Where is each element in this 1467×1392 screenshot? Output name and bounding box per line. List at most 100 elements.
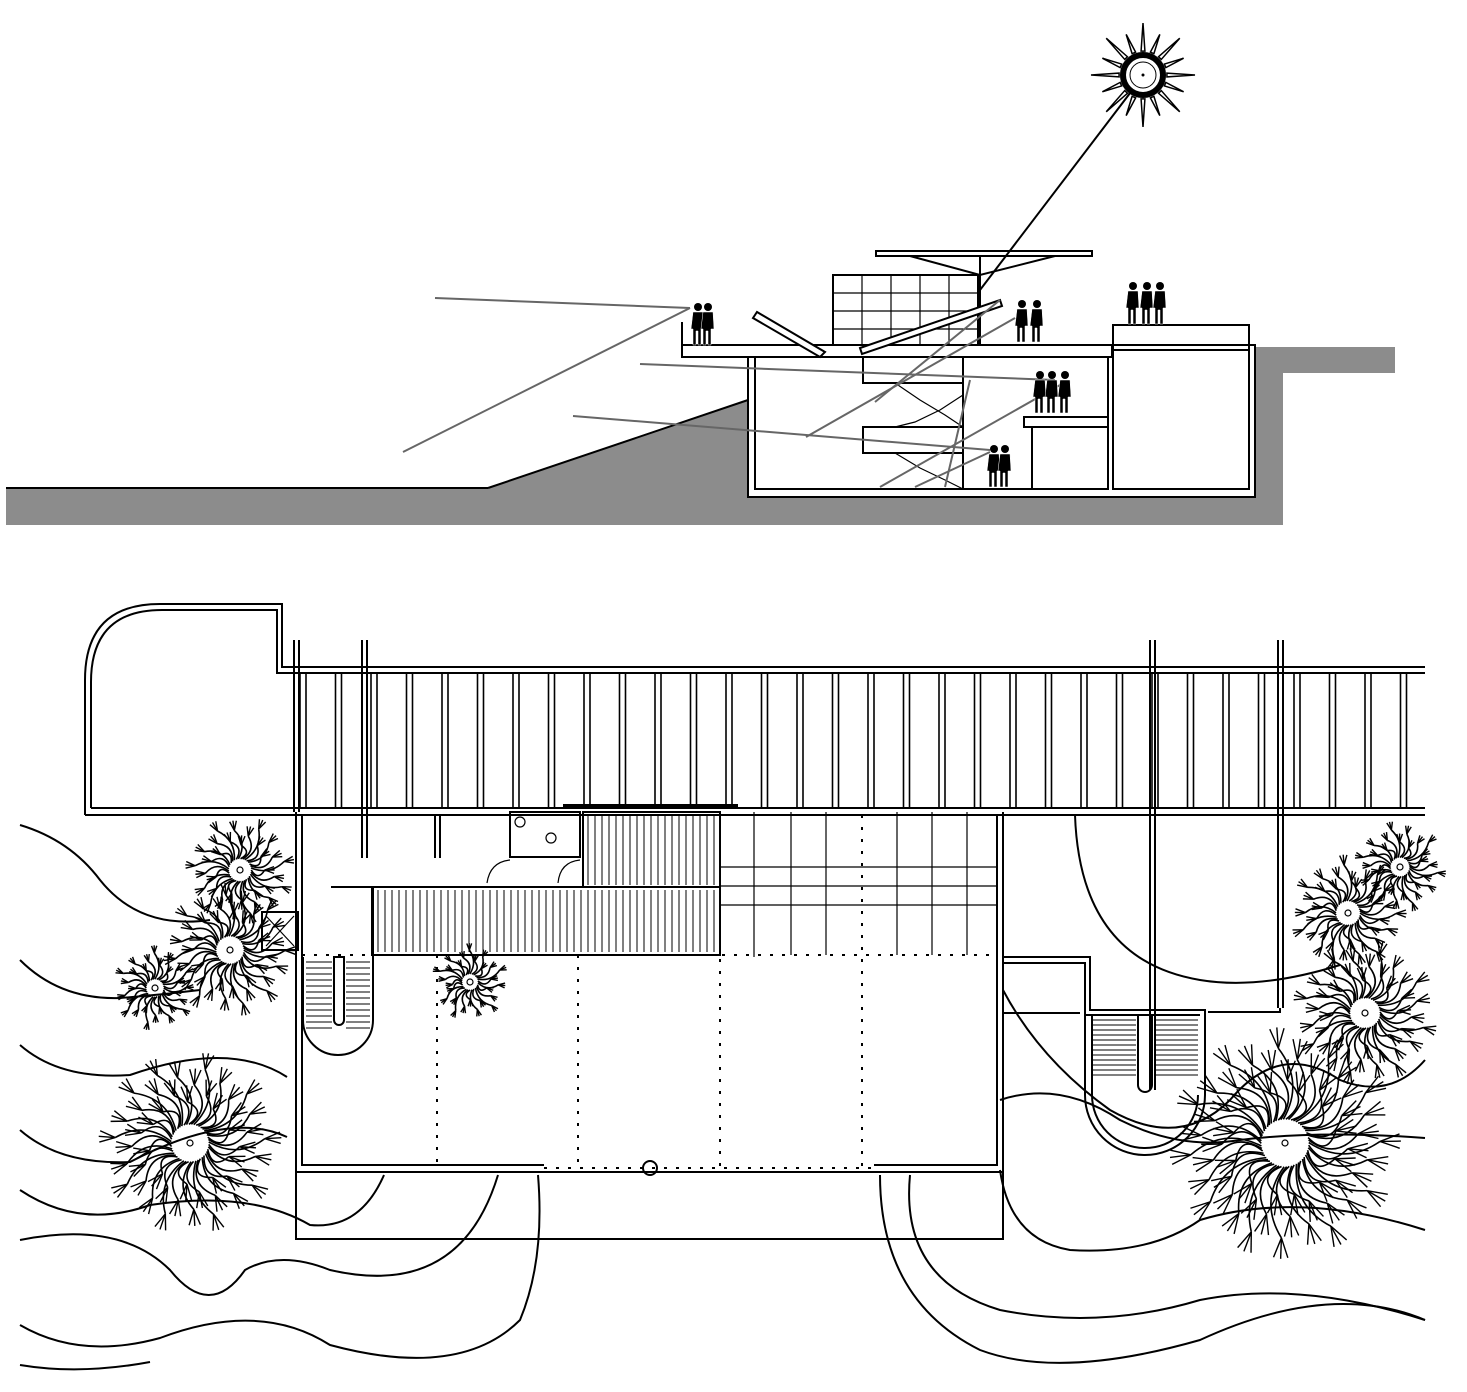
- tree-twig: [246, 989, 249, 1002]
- tree-branch: [1359, 914, 1380, 925]
- tree-twig: [1196, 1086, 1218, 1094]
- tree-twig: [1300, 878, 1309, 888]
- sun-spike: [1163, 81, 1185, 93]
- tree-twig: [264, 1137, 282, 1140]
- tree-twig: [1199, 1080, 1218, 1094]
- tree-twig: [168, 1015, 171, 1024]
- tree-branch: [1379, 1000, 1418, 1015]
- tree-twig: [1317, 1027, 1329, 1038]
- tree-branch: [176, 1077, 193, 1125]
- tree-twig: [176, 1061, 181, 1078]
- tree-twig: [1416, 1000, 1431, 1004]
- tree-twig: [241, 913, 252, 923]
- tree-twig: [1368, 953, 1371, 967]
- tree-twig: [1390, 821, 1394, 831]
- tree-twig: [181, 944, 194, 951]
- tree-twig: [1308, 977, 1321, 986]
- tree-branch: [140, 1125, 173, 1140]
- tree-twig: [1300, 1043, 1314, 1048]
- person-head: [1048, 371, 1056, 379]
- tree-branch: [153, 995, 160, 1008]
- tree-branch: [141, 1108, 176, 1133]
- tree-branch: [215, 875, 232, 889]
- tree-twig: [155, 1173, 164, 1190]
- tree-twig: [131, 1008, 139, 1015]
- tree-twig: [1329, 1057, 1338, 1070]
- tree-branch: [160, 1155, 178, 1175]
- tree-twig: [191, 963, 204, 967]
- tree-branch: [1396, 875, 1404, 893]
- tree-twig: [251, 1184, 269, 1190]
- tree-twig: [130, 1180, 147, 1188]
- tree-twig: [1409, 1040, 1422, 1049]
- tree-trunk: [466, 978, 474, 986]
- tree-twig: [1272, 1237, 1283, 1258]
- tree-twig: [111, 1183, 128, 1189]
- canopy-support: [909, 255, 1056, 277]
- person-body: [1057, 379, 1072, 414]
- tree-branch: [1349, 975, 1364, 1000]
- tree-twig: [1413, 881, 1419, 890]
- tree-twig: [1319, 1014, 1333, 1022]
- door-swing: [486, 859, 581, 884]
- tree-branch: [1230, 1107, 1266, 1132]
- tree-twig: [1297, 1074, 1311, 1093]
- tree-twig: [1394, 1048, 1407, 1056]
- tree-twig: [1392, 956, 1401, 969]
- tree-twig: [240, 835, 246, 846]
- tree-twig: [459, 959, 463, 967]
- sun-spike: [1105, 37, 1129, 61]
- tree-icon: [98, 1053, 282, 1231]
- tree-twig: [1338, 949, 1345, 960]
- tree-branch: [164, 1158, 182, 1188]
- tree-twig: [460, 1005, 466, 1013]
- tree-twig: [173, 1079, 176, 1096]
- tree-twig: [449, 997, 457, 1003]
- tree-twig: [1367, 1159, 1386, 1172]
- tree-icon: [163, 883, 298, 1016]
- tree-twig: [1216, 1094, 1232, 1112]
- tree-twig: [124, 1132, 142, 1137]
- tree-twig: [467, 999, 472, 1007]
- tree-twig: [1308, 1200, 1324, 1217]
- sun-spike: [1101, 57, 1123, 69]
- tree-twig: [251, 1184, 263, 1199]
- tree-branch: [1378, 870, 1393, 882]
- tree-twig: [1371, 848, 1379, 856]
- tree-twig: [1326, 1202, 1345, 1216]
- tree-twig: [219, 1067, 223, 1084]
- tree-branch: [123, 972, 148, 985]
- tree-twig: [1297, 1072, 1305, 1093]
- tree-twig: [98, 1135, 116, 1139]
- tree-twig: [1327, 985, 1341, 992]
- tree-twig: [1319, 1181, 1339, 1193]
- tree-trunk: [1361, 1009, 1369, 1017]
- tree-twig: [1327, 1039, 1339, 1059]
- tree-twig: [226, 1175, 240, 1188]
- tree-twig: [137, 1180, 147, 1196]
- tree-branch: [241, 956, 257, 969]
- tree-branch: [1372, 967, 1395, 1002]
- tree-twig: [1318, 1014, 1333, 1017]
- tree-twig: [1376, 1064, 1381, 1078]
- tree-twig: [147, 1173, 163, 1183]
- tree-branch: [1237, 1162, 1273, 1214]
- tree-twig: [219, 998, 227, 1010]
- tree-twig: [1342, 1084, 1360, 1099]
- tree-branch: [1408, 854, 1423, 865]
- tree-twig: [1226, 1213, 1240, 1232]
- tree-twig: [214, 978, 223, 990]
- tree-twig: [1429, 864, 1438, 869]
- plan-outer-wall-inner: [90, 609, 1425, 808]
- tree-branch: [1358, 903, 1374, 913]
- tree-twig: [1330, 1225, 1342, 1245]
- sun-spike: [1101, 81, 1123, 93]
- tree-trunk: [236, 866, 244, 874]
- tree-twig: [1420, 860, 1429, 863]
- tree-twig: [148, 1080, 159, 1095]
- tree-twig: [197, 843, 206, 853]
- tree-twig: [462, 950, 465, 959]
- tree-twig: [1364, 1107, 1385, 1116]
- tree-branch: [145, 995, 154, 1023]
- tree-twig: [1411, 1016, 1424, 1024]
